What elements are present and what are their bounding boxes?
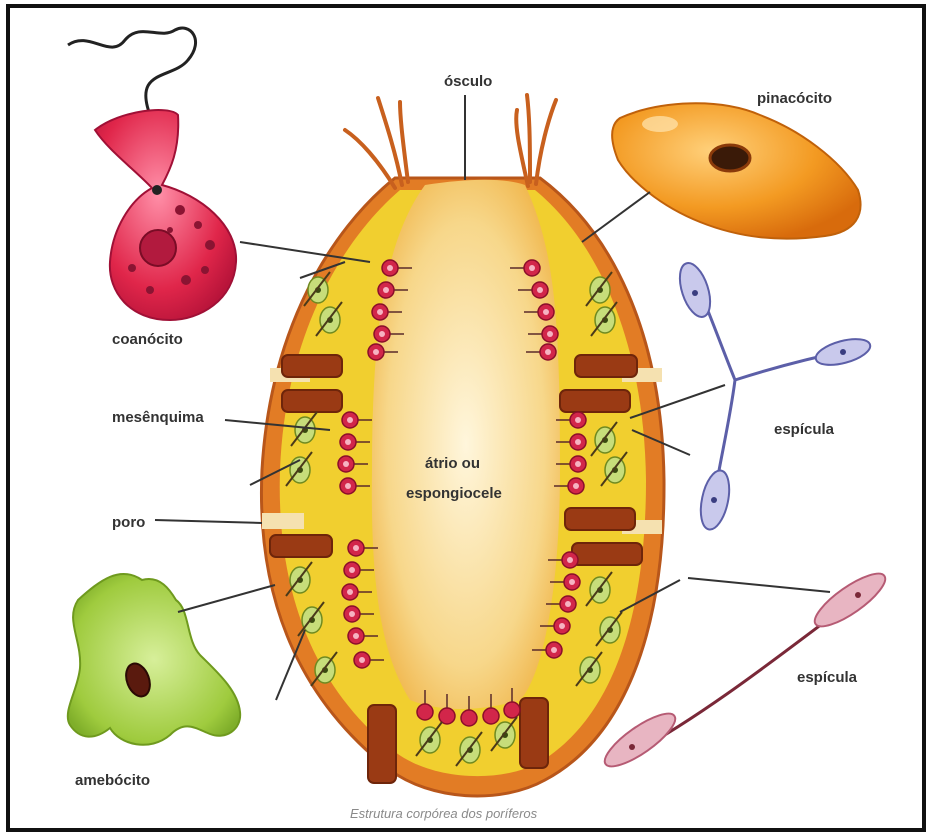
pinacocyte-nucleus — [710, 145, 750, 171]
label-atrio-line1: átrio ou — [425, 455, 480, 472]
porocyte — [520, 698, 548, 768]
label-atrio-line2: espongiocele — [406, 485, 502, 502]
porocyte — [560, 390, 630, 412]
choanocyte-nucleus — [140, 230, 176, 266]
label-coanocito: coanócito — [112, 331, 183, 348]
porocyte — [572, 543, 642, 565]
label-espicula-2: espícula — [797, 669, 858, 686]
porocyte — [282, 355, 342, 377]
porocyte — [270, 535, 332, 557]
porocyte — [565, 508, 635, 530]
label-pinacocito: pinacócito — [757, 90, 832, 107]
figure-caption: Estrutura corpórea dos poríferos — [350, 806, 538, 821]
label-osculo: ósculo — [444, 73, 492, 90]
porocyte — [368, 705, 396, 783]
atrium — [372, 180, 560, 709]
porocyte — [282, 390, 342, 412]
pore-channel — [262, 513, 304, 529]
label-espicula-1: espícula — [774, 421, 835, 438]
label-mesenquima: mesênquima — [112, 409, 204, 426]
label-poro: poro — [112, 514, 145, 531]
porocyte — [575, 355, 637, 377]
label-amebocito: amebócito — [75, 772, 150, 789]
